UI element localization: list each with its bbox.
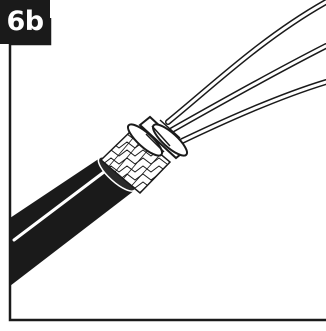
step-number-badge: 6b — [0, 0, 50, 44]
wire-upper-core — [168, 2, 326, 122]
panel-border — [10, 18, 326, 320]
conductor-wires — [168, 2, 326, 142]
